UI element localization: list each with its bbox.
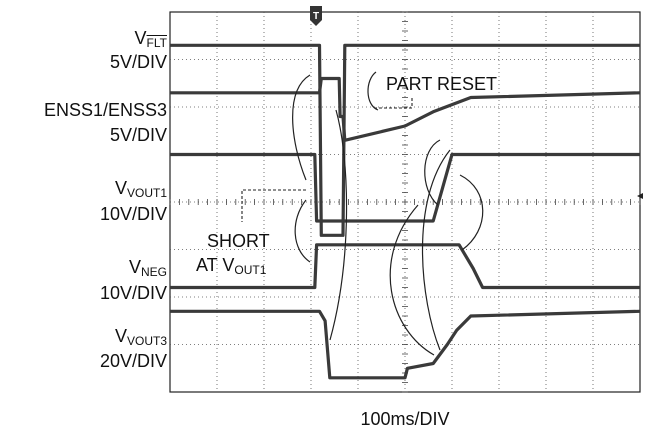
- plot-traces: [170, 43, 641, 380]
- plot-grid: [169, 11, 641, 393]
- curve-arrow-1: [292, 74, 311, 181]
- curve-arrow-2: [294, 199, 311, 263]
- trace-enss1-enss3: [170, 76, 641, 142]
- reset-bracket-arrow: [367, 71, 379, 111]
- annotation-arrows: [241, 71, 484, 356]
- vout1-scale: 10V/DIV: [99, 204, 167, 224]
- reset-dashed-arrow: [372, 98, 413, 109]
- curve-arrow-6: [389, 204, 435, 356]
- x-axis-label: 100ms/DIV: [360, 409, 450, 429]
- level-marker: [637, 193, 643, 199]
- curve-arrow-4: [424, 139, 441, 206]
- trigger-marker-label: T: [313, 11, 319, 22]
- trace-vvout3: [170, 309, 641, 380]
- curve-arrow-3: [329, 109, 348, 341]
- curve-arrow-7: [421, 149, 451, 351]
- enss-label: ENSS1/ENSS3: [43, 100, 167, 120]
- vflt-scale: 5V/DIV: [109, 52, 167, 72]
- curve-arrow-5: [459, 174, 484, 251]
- trace-vvout1: [170, 152, 640, 223]
- trace-vneg: [170, 243, 640, 290]
- vneg-scale: 10V/DIV: [99, 283, 167, 303]
- enss-scale: 5V/DIV: [109, 125, 167, 145]
- vout3-scale: 20V/DIV: [99, 351, 167, 371]
- part-reset-annotation: PART RESET: [386, 74, 498, 94]
- trace-vflt: [170, 43, 640, 237]
- vout1-label: VVOUT1: [114, 178, 167, 200]
- short-dashed-arrow: [241, 189, 306, 222]
- short-annotation-line2: AT VOUT1: [196, 255, 267, 277]
- trigger-marker: T: [310, 6, 322, 26]
- vout3-label: VVOUT3: [114, 326, 167, 348]
- short-annotation-line1: SHORT: [207, 231, 270, 251]
- vflt-label: VFLT: [134, 28, 167, 50]
- vneg-label: VNEG: [128, 257, 167, 279]
